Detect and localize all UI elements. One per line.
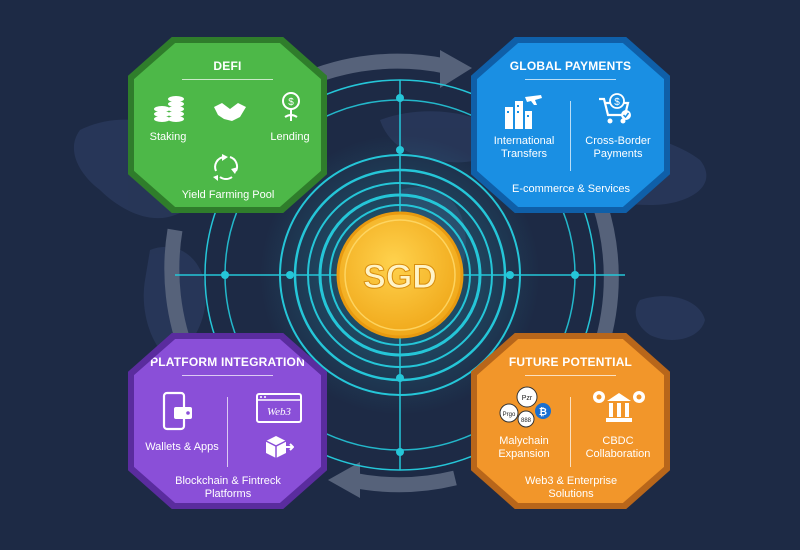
platform-vertical-divider (227, 397, 228, 467)
cross-border-line2: Payments (593, 148, 643, 160)
defi-panel: DEFI $ Staking Lending Yield Farming Poo… (128, 37, 327, 213)
staking-label: Staking (149, 131, 187, 143)
web3-tag: Web3 (267, 406, 292, 418)
sgd-coin: SGD (336, 211, 464, 339)
ecommerce-label: E-commerce & Services (512, 183, 630, 195)
global-payments-title: GLOBAL PAYMENTS (509, 59, 632, 73)
blockchain-line1: Blockchain & Fintreck (175, 475, 281, 487)
coin-tag-c: 888 (521, 418, 532, 424)
coin-label: SGD (363, 258, 437, 296)
handshake-icon (214, 103, 246, 121)
web3-enterprise-line1: Web3 & Enterprise (524, 475, 618, 487)
platform-integration-title: PLATFORM INTEGRATION (150, 355, 305, 369)
international-line2: Transfers (500, 148, 548, 160)
coin-rings (279, 154, 521, 396)
platform-integration-panel: PLATFORM INTEGRATION Web3 Wallets & Apps… (128, 333, 327, 509)
svg-text:$: $ (614, 97, 620, 108)
cbdc-line2: Collaboration (585, 448, 651, 460)
multichain-expansion-label: Malychain Expansion (479, 435, 569, 461)
blockchain-cube-icon (265, 436, 294, 458)
recycle-icon (213, 154, 239, 181)
future-potential-title: FUTURE POTENTIAL (508, 355, 633, 369)
future-vertical-divider (570, 397, 571, 467)
lending-plant-icon: $ (282, 92, 300, 121)
arrow-head-bottom (328, 462, 360, 498)
defi-title-divider (182, 79, 273, 80)
coin-tag-a: Pzr (522, 395, 533, 402)
svg-text:$: $ (288, 97, 294, 108)
multichain-coins-icon: Pzr Prgo 888 ₿ (499, 386, 551, 428)
defi-title: DEFI (213, 59, 242, 73)
arrow-head-top (440, 50, 472, 88)
future-potential-panel: FUTURE POTENTIAL Pzr Prgo 888 ₿ Malychai… (471, 333, 670, 509)
global-vertical-divider (570, 101, 571, 171)
web3-browser-icon: Web3 (256, 393, 302, 423)
multichain-line2: Expansion (498, 448, 550, 460)
cross-border-line1: Cross-Border (585, 135, 651, 147)
coin-tag-b: Prgo (503, 412, 516, 418)
global-payments-panel: GLOBAL PAYMENTS $ International Transfer… (471, 37, 670, 213)
global-title-divider (525, 79, 616, 80)
svg-text:₿: ₿ (539, 406, 547, 418)
cbdc-collaboration-label: CBDC Collaboration (573, 435, 663, 461)
web3-enterprise-label: Web3 & Enterprise Solutions (491, 475, 651, 501)
platform-title-divider (182, 375, 273, 376)
airplane-city-icon (505, 95, 542, 129)
coins-stack-icon (154, 96, 184, 122)
yield-farming-label: Yield Farming Pool (181, 189, 275, 201)
multichain-line1: Malychain (499, 435, 549, 447)
future-title-divider (525, 375, 616, 376)
blockchain-line2: Platforms (204, 488, 252, 500)
web3-enterprise-line2: Solutions (548, 488, 594, 500)
blockchain-platforms-label: Blockchain & Fintreck Platforms (148, 475, 308, 501)
wallets-apps-label: Wallets & Apps (145, 441, 219, 453)
mobile-wallet-icon (162, 391, 192, 431)
bank-gears-icon (593, 391, 645, 422)
lending-label: Lending (270, 131, 310, 143)
shopping-cart-icon: $ (599, 93, 631, 124)
international-line1: International (493, 135, 555, 147)
cross-border-payments-label: Cross-Border Payments (573, 135, 663, 161)
international-transfers-label: International Transfers (479, 135, 569, 161)
cbdc-line1: CBDC (602, 435, 634, 447)
